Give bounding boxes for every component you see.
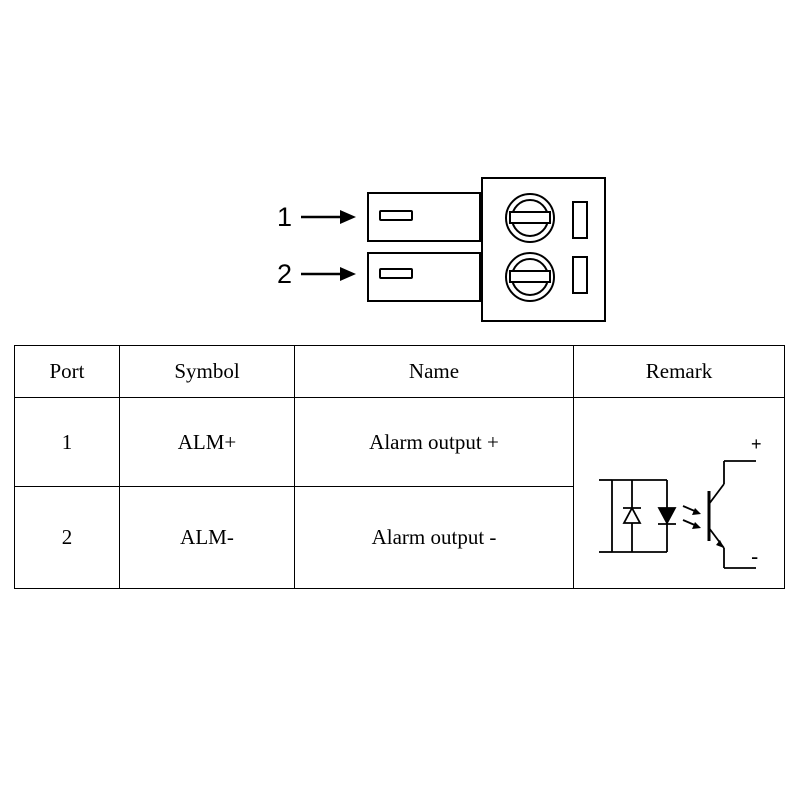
plug-pin-2 xyxy=(367,252,481,302)
wire-slot-1 xyxy=(572,201,588,239)
cell-port: 2 xyxy=(14,486,120,589)
cell-remark-optocoupler: + - xyxy=(573,397,785,589)
optocoupler-circuit-icon: + - xyxy=(599,434,762,569)
header-symbol: Symbol xyxy=(119,345,295,398)
table-row: 2 ALM- Alarm output - xyxy=(14,486,785,589)
cell-symbol: ALM- xyxy=(119,486,295,589)
cell-name: Alarm output + xyxy=(294,397,574,487)
wire-slot-2 xyxy=(572,256,588,294)
cell-symbol: ALM+ xyxy=(119,397,295,487)
table-row: 1 ALM+ Alarm output + xyxy=(14,397,785,589)
terminal-connector-diagram: 1 2 xyxy=(277,177,606,322)
port-1-label: 1 xyxy=(277,202,292,232)
header-port: Port xyxy=(14,345,120,398)
pin-definition-table: Port Symbol Name Remark 1 ALM+ Alarm out… xyxy=(14,345,785,589)
port-2-arrow xyxy=(301,267,356,281)
port-2-label: 2 xyxy=(277,259,292,289)
screw-icon xyxy=(505,252,555,302)
port-1-arrow xyxy=(301,210,356,224)
screw-icon xyxy=(505,193,555,243)
header-name: Name xyxy=(294,345,574,398)
minus-terminal-label: - xyxy=(751,544,758,569)
header-remark: Remark xyxy=(573,345,785,398)
table-header-row: Port Symbol Name Remark xyxy=(14,345,785,398)
cell-port: 1 xyxy=(14,397,120,487)
terminal-block xyxy=(481,177,606,322)
plug-pin-1 xyxy=(367,192,481,242)
cell-name: Alarm output - xyxy=(294,486,574,589)
plus-terminal-label: + xyxy=(751,434,762,454)
